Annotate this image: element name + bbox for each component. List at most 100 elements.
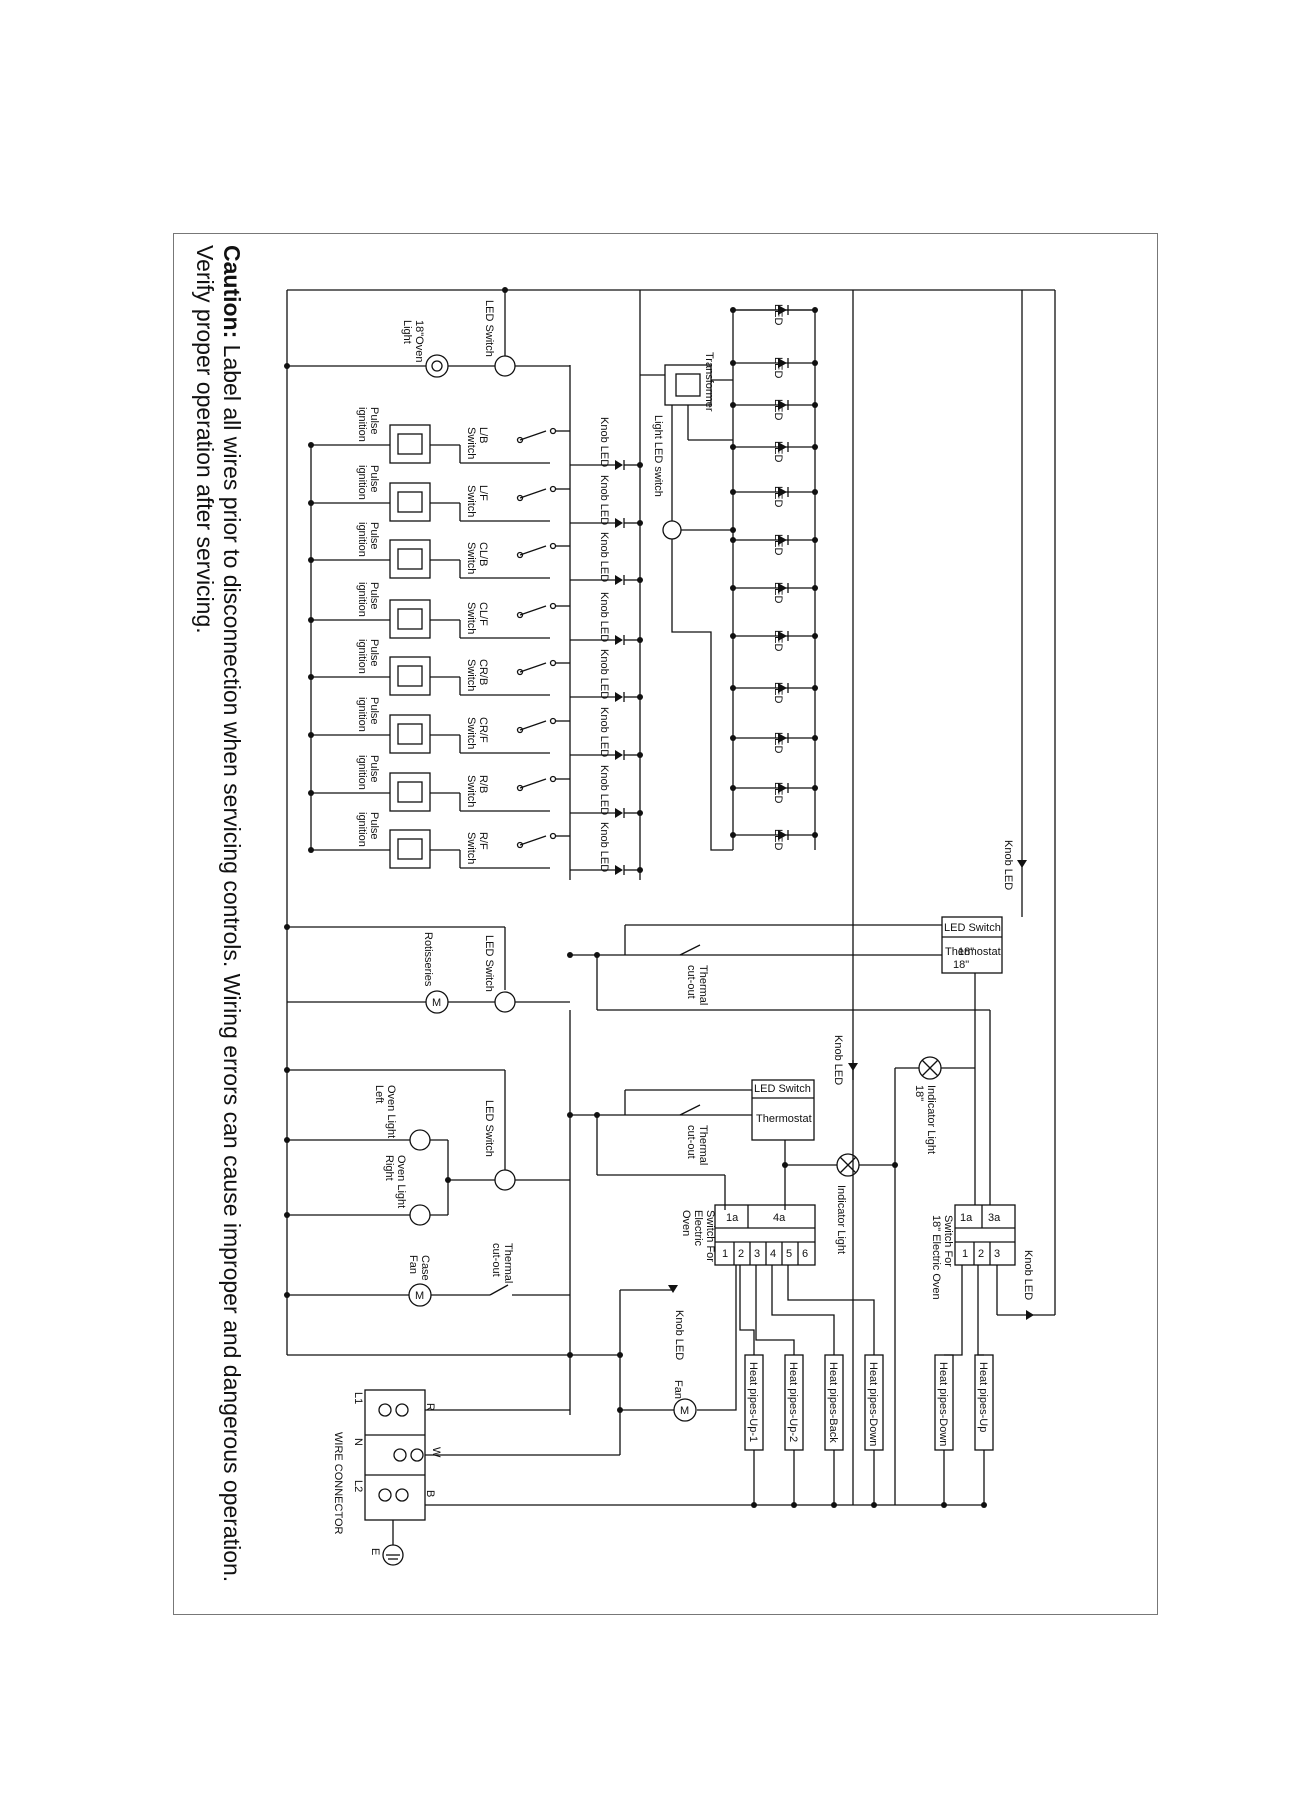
led-label: LED — [772, 441, 784, 462]
oven-light-18-label: 18"Oven — [413, 320, 425, 362]
oven-light-left-label: Oven Light — [385, 1085, 397, 1138]
junction-dot — [284, 924, 290, 930]
case-fan-label: Case — [419, 1255, 431, 1281]
pulse-ignition-box — [389, 482, 431, 522]
thermostat-18-label: 18" — [958, 946, 974, 958]
junction-dot — [445, 1177, 451, 1183]
junction-dot — [637, 637, 643, 643]
junction-dot — [812, 444, 818, 450]
pulse-ignition-label: ignition — [356, 812, 368, 847]
junction-dot — [637, 462, 643, 468]
led-label: LED — [772, 304, 784, 325]
transformer — [664, 364, 712, 406]
pulse-ignition-label: Pulse — [368, 465, 380, 493]
burner-switch-label: Switch — [465, 542, 477, 574]
knob-led-diode-icon — [1026, 1310, 1034, 1320]
knob-led-label: Knob LED — [598, 822, 610, 872]
burner-switch-label: Switch — [465, 659, 477, 691]
switch-contact — [516, 436, 524, 444]
led-switch-label: LED Switch — [483, 1100, 495, 1157]
switch-electric-oven-label: Electric — [692, 1210, 704, 1247]
junction-dot — [812, 489, 818, 495]
switch-contact — [549, 427, 557, 435]
burner-switch-label: CR/F — [477, 717, 489, 743]
burner-switch-blade — [519, 488, 547, 499]
led-label: LED — [772, 486, 784, 507]
junction-dot — [730, 832, 736, 838]
thermostat-18-box — [941, 916, 1003, 974]
junction-dot — [567, 1352, 573, 1358]
switch-contact — [549, 485, 557, 493]
knob-led-diode-icon — [615, 865, 623, 875]
oven-light-right-label: Oven Light — [395, 1155, 407, 1208]
heat-pipe-box — [864, 1354, 884, 1451]
pulse-ignition-coil — [397, 723, 423, 745]
transformer-core — [675, 373, 701, 397]
indicator-light-18-label: Indicator Light — [925, 1085, 937, 1154]
led-switch-label: LED Switch — [483, 935, 495, 992]
burner-switch-blade — [519, 430, 547, 441]
junction-dot — [502, 287, 508, 293]
junction-dot — [730, 537, 736, 543]
junction-dot — [308, 442, 314, 448]
terminal-label: 4a — [773, 1212, 786, 1224]
connector-terminal-icon — [395, 1403, 409, 1417]
burner-switch-blade — [519, 778, 547, 789]
labels: LEDLEDLEDLEDLEDLEDLEDLEDLEDLEDLEDLEDTran… — [332, 300, 1034, 1555]
burner-switch-blade — [519, 662, 547, 673]
pulse-ignition-label: ignition — [356, 582, 368, 617]
pulse-ignition-label: ignition — [356, 407, 368, 442]
junction-dot — [730, 402, 736, 408]
thermal-cutout-label: cut-out — [685, 965, 697, 999]
knob-led-label: Knob LED — [1022, 1250, 1034, 1300]
junction-dot — [308, 847, 314, 853]
pulse-ignition-label: Pulse — [368, 582, 380, 610]
switch-contact — [549, 832, 557, 840]
junction-dot — [730, 307, 736, 313]
heat-pipe-box — [744, 1354, 764, 1451]
heat-pipe-label: Heat pipes-Down — [867, 1362, 879, 1446]
case-fan-label: Fan — [407, 1255, 419, 1274]
connector-n: N — [352, 1438, 364, 1446]
led-label: LED — [772, 732, 784, 753]
junction-dot — [637, 810, 643, 816]
junction-dot — [637, 867, 643, 873]
terminal-number: 4 — [770, 1248, 776, 1260]
knob-led-diode-icon — [848, 1063, 858, 1071]
pulse-ignition-label: Pulse — [368, 639, 380, 667]
wire — [787, 1265, 875, 1355]
burner-switch-label: R/F — [477, 832, 489, 850]
indicator-light-label: Indicator Light — [835, 1185, 847, 1254]
terminal-number: 3 — [754, 1248, 760, 1260]
oven-light-left-icon — [409, 1129, 431, 1151]
led-diode-icon — [778, 733, 787, 743]
knob-led-label: Knob LED — [598, 592, 610, 642]
heat-pipe-box — [934, 1354, 954, 1451]
burner-switch-label: Switch — [465, 485, 477, 517]
pulse-ignition-coil — [397, 838, 423, 860]
pulse-ignition-coil — [397, 433, 423, 455]
light-led-switch-icon — [662, 520, 682, 540]
junction-dot — [637, 694, 643, 700]
burner-switch-label: Switch — [465, 602, 477, 634]
junction-dot — [812, 832, 818, 838]
heat-pipe-box — [974, 1354, 994, 1451]
fan-label: Fan — [672, 1380, 684, 1399]
burner-switch-label: CR/B — [477, 659, 489, 685]
pulse-ignition-coil — [397, 781, 423, 803]
pulse-ignition-box — [389, 424, 431, 464]
junction-dot — [567, 952, 573, 958]
oven-light-left-label: Left — [373, 1085, 385, 1103]
junction-dot — [308, 732, 314, 738]
thermal-cutout-switch — [679, 944, 701, 956]
case-fan-thermal-switch — [489, 1284, 509, 1296]
wire — [977, 1265, 984, 1356]
terminal-label: 1a — [726, 1212, 739, 1224]
switch-electric-oven-label: Oven — [680, 1210, 692, 1236]
led-label: LED — [772, 782, 784, 803]
led-label: LED — [772, 582, 784, 603]
pulse-ignition-box — [389, 714, 431, 754]
connector-l1: L1 — [352, 1392, 364, 1404]
led-diode-icon — [778, 305, 787, 315]
junction-dot — [812, 307, 818, 313]
